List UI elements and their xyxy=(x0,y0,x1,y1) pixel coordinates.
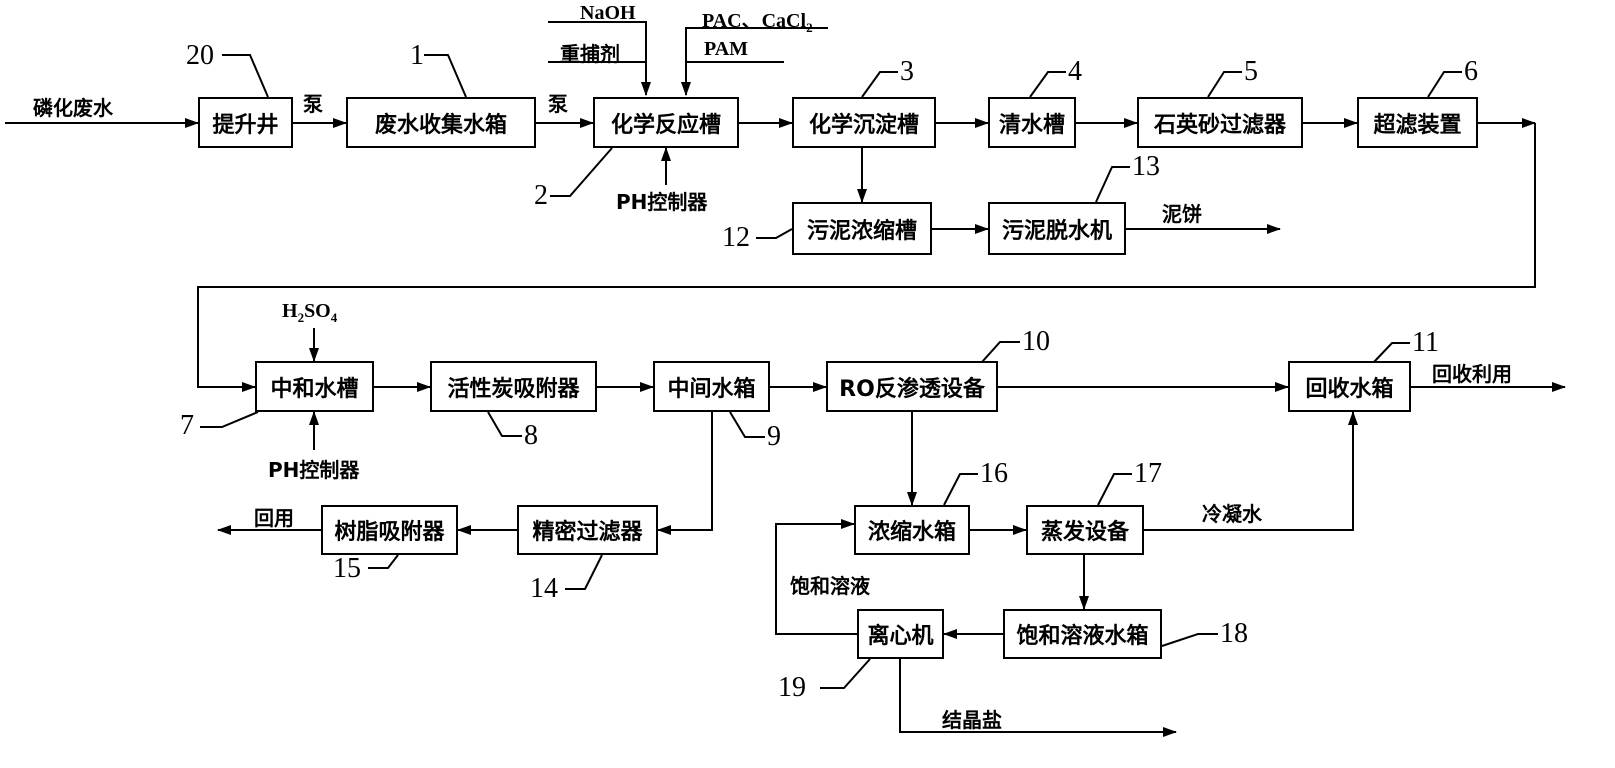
number-5: 5 xyxy=(1244,56,1258,87)
number-19: 19 xyxy=(778,672,806,703)
pac-cacl-text: PAC、CaCl xyxy=(702,10,807,32)
leader-8 xyxy=(487,411,522,437)
h2so4-h: H xyxy=(282,300,298,322)
number-10: 10 xyxy=(1022,326,1050,357)
leader-20 xyxy=(222,54,269,98)
number-6: 6 xyxy=(1464,56,1478,87)
activated-carbon-adsorber-box: 活性炭吸附器 xyxy=(430,361,597,412)
number-8: 8 xyxy=(524,420,538,451)
saturated-solution-tank-box: 饱和溶液水箱 xyxy=(1003,609,1162,659)
label-pac-cacl2: PAC、CaCl2 xyxy=(702,4,813,36)
leader-13 xyxy=(1095,166,1130,203)
number-4: 4 xyxy=(1068,56,1082,87)
centrifuge-box: 离心机 xyxy=(857,609,944,659)
number-11: 11 xyxy=(1412,327,1439,358)
leader-11 xyxy=(1373,342,1410,363)
label-recycle-use: 回收利用 xyxy=(1432,362,1512,386)
label-reuse: 回用 xyxy=(254,506,294,530)
number-17: 17 xyxy=(1134,458,1162,489)
pac-cacl-subscript: 2 xyxy=(806,20,813,35)
label-crystal-salt: 结晶盐 xyxy=(942,708,1002,732)
leader-1 xyxy=(424,54,467,98)
number-13: 13 xyxy=(1132,151,1160,182)
leader-10 xyxy=(981,341,1020,363)
leader-6 xyxy=(1427,71,1462,98)
ro-reverse-osmosis-box: RO反渗透设备 xyxy=(826,361,998,412)
number-9: 9 xyxy=(767,421,781,452)
flow-condensate-to-recovery xyxy=(1144,411,1358,531)
flow-centrifuge-to-salt xyxy=(899,659,1177,737)
label-pam: PAM xyxy=(704,38,749,60)
resin-adsorber-box: 树脂吸附器 xyxy=(321,505,458,555)
label-condensate: 冷凝水 xyxy=(1202,502,1262,526)
flow-intermediate-to-precision xyxy=(657,412,713,535)
number-18: 18 xyxy=(1220,618,1248,649)
chemical-reaction-tank-box: 化学反应槽 xyxy=(593,97,739,148)
leader-19 xyxy=(820,658,871,689)
neutralization-tank-box: 中和水槽 xyxy=(255,361,374,412)
number-2: 2 xyxy=(534,180,548,211)
leader-7 xyxy=(200,411,259,428)
leader-16 xyxy=(943,473,978,506)
recovery-tank-box: 回收水箱 xyxy=(1288,361,1411,412)
number-16: 16 xyxy=(980,458,1008,489)
label-naoh: NaOH xyxy=(580,2,636,24)
dosing-pac-line xyxy=(681,27,828,96)
flow-uf-to-neutralization xyxy=(197,123,1536,392)
leader-17 xyxy=(1097,473,1132,506)
leader-14 xyxy=(565,554,603,590)
h2so4-sub-4: 4 xyxy=(330,310,338,325)
precision-filter-box: 精密过滤器 xyxy=(517,505,658,555)
sludge-thickener-box: 污泥浓缩槽 xyxy=(792,202,932,255)
dosing-naoh-line xyxy=(548,21,651,96)
leader-15 xyxy=(368,554,399,569)
lift-well-box: 提升井 xyxy=(198,97,293,148)
leader-18 xyxy=(1161,633,1218,647)
number-20: 20 xyxy=(186,40,214,71)
leader-12 xyxy=(756,228,793,239)
h2so4-sub-2: 2 xyxy=(297,310,305,325)
leader-5 xyxy=(1207,71,1242,98)
flow-centrifuge-return xyxy=(775,519,857,635)
leader-3 xyxy=(861,71,898,98)
label-ph-controller-1: PH控制器 xyxy=(616,190,708,214)
quartz-sand-filter-box: 石英砂过滤器 xyxy=(1137,97,1303,148)
label-pump-2: 泵 xyxy=(548,92,568,116)
number-15: 15 xyxy=(333,553,361,584)
wastewater-collection-tank-box: 废水收集水箱 xyxy=(346,97,536,148)
label-h2so4: H2SO4 xyxy=(282,300,337,326)
h2so4-so: SO xyxy=(304,300,331,322)
number-12: 12 xyxy=(722,222,750,253)
number-14: 14 xyxy=(530,573,558,604)
intermediate-tank-box: 中间水箱 xyxy=(653,361,770,412)
label-saturated-solution: 饱和溶液 xyxy=(790,574,870,598)
number-3: 3 xyxy=(900,56,914,87)
number-7: 7 xyxy=(180,410,194,441)
sludge-dewatering-machine-box: 污泥脱水机 xyxy=(988,202,1126,255)
leader-9 xyxy=(729,411,765,438)
leader-4 xyxy=(1029,71,1066,98)
ultrafiltration-device-box: 超滤装置 xyxy=(1357,97,1478,148)
chemical-precipitation-tank-box: 化学沉淀槽 xyxy=(792,97,936,148)
label-chelating-agent: 重捕剂 xyxy=(560,42,620,66)
label-ph-controller-2: PH控制器 xyxy=(268,458,360,482)
label-phosphating-wastewater: 磷化废水 xyxy=(33,96,113,120)
leader-2 xyxy=(550,147,613,197)
concentrate-tank-box: 浓缩水箱 xyxy=(854,505,970,555)
clear-water-tank-box: 清水槽 xyxy=(988,97,1076,148)
label-pump-1: 泵 xyxy=(303,92,323,116)
label-sludge-cake: 泥饼 xyxy=(1162,202,1202,226)
number-1: 1 xyxy=(410,40,424,71)
evaporation-equipment-box: 蒸发设备 xyxy=(1026,505,1144,555)
